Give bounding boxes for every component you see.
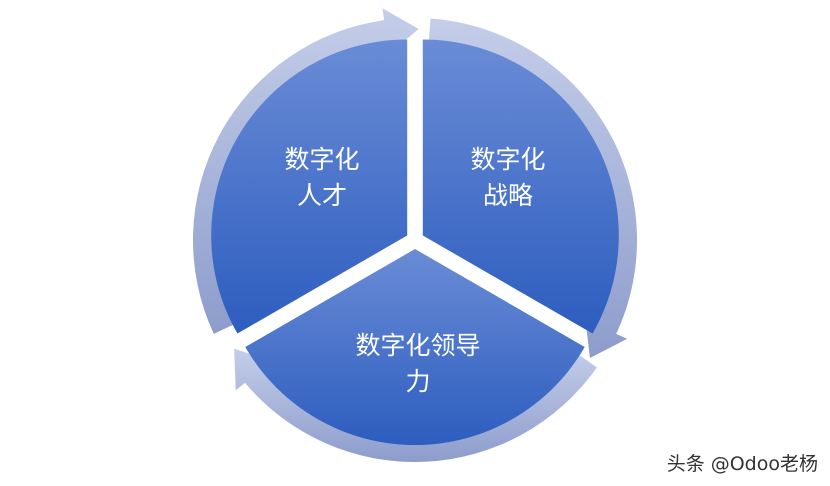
watermark: 头条 @Odoo老杨 <box>666 453 818 475</box>
label-line: 力 <box>405 367 431 396</box>
cycle-arrow-leadership <box>234 348 597 463</box>
cycle-arrow-strategy <box>428 18 637 358</box>
segment-label-strategy: 数字化 战略 <box>470 142 545 214</box>
segment-label-talent: 数字化 人才 <box>284 142 359 214</box>
label-line: 数字化领导 <box>355 331 481 360</box>
sector-talent <box>211 39 408 334</box>
sector-leadership <box>245 249 585 445</box>
label-line: 数字化 <box>284 145 360 174</box>
sector-strategy <box>422 39 619 334</box>
label-line: 战略 <box>482 181 534 210</box>
label-line: 人才 <box>296 181 348 210</box>
segment-label-leadership: 数字化领导 力 <box>355 328 480 400</box>
label-line: 数字化 <box>470 145 546 174</box>
